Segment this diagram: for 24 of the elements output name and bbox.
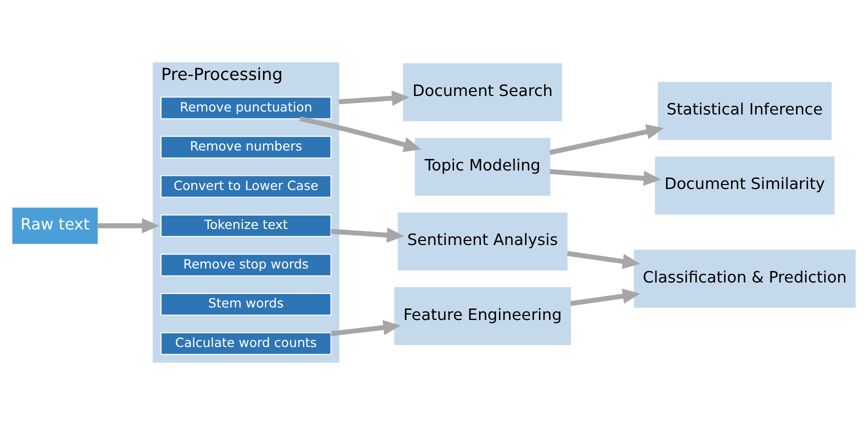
node-box: Calculate word counts <box>160 332 332 354</box>
node-box: Remove numbers <box>160 135 332 158</box>
node-box: Topic Modeling <box>414 137 550 196</box>
node-box: Feature Engineering <box>394 286 571 345</box>
node-box: Raw text <box>12 207 98 244</box>
arrow <box>570 288 640 306</box>
node-box: Document Search <box>403 62 562 121</box>
arrow <box>550 168 662 186</box>
arrow <box>98 218 160 233</box>
arrow <box>330 227 404 242</box>
node-box: Remove punctuation <box>160 96 332 119</box>
node-box: Stem words <box>160 292 332 316</box>
arrow <box>299 116 422 152</box>
arrow <box>549 124 664 154</box>
node-box: Classification & Prediction <box>634 249 856 308</box>
node-box: Remove stop words <box>160 253 332 276</box>
arrow <box>330 320 401 336</box>
node-box: Convert to Lower Case <box>160 174 332 198</box>
node-box: Statistical Inference <box>658 81 832 140</box>
arrow <box>567 250 640 268</box>
node-box: Tokenize text <box>160 214 332 237</box>
node-box: Document Similarity <box>654 156 835 214</box>
node-box: Sentiment Analysis <box>398 212 568 270</box>
arrow <box>338 90 410 106</box>
